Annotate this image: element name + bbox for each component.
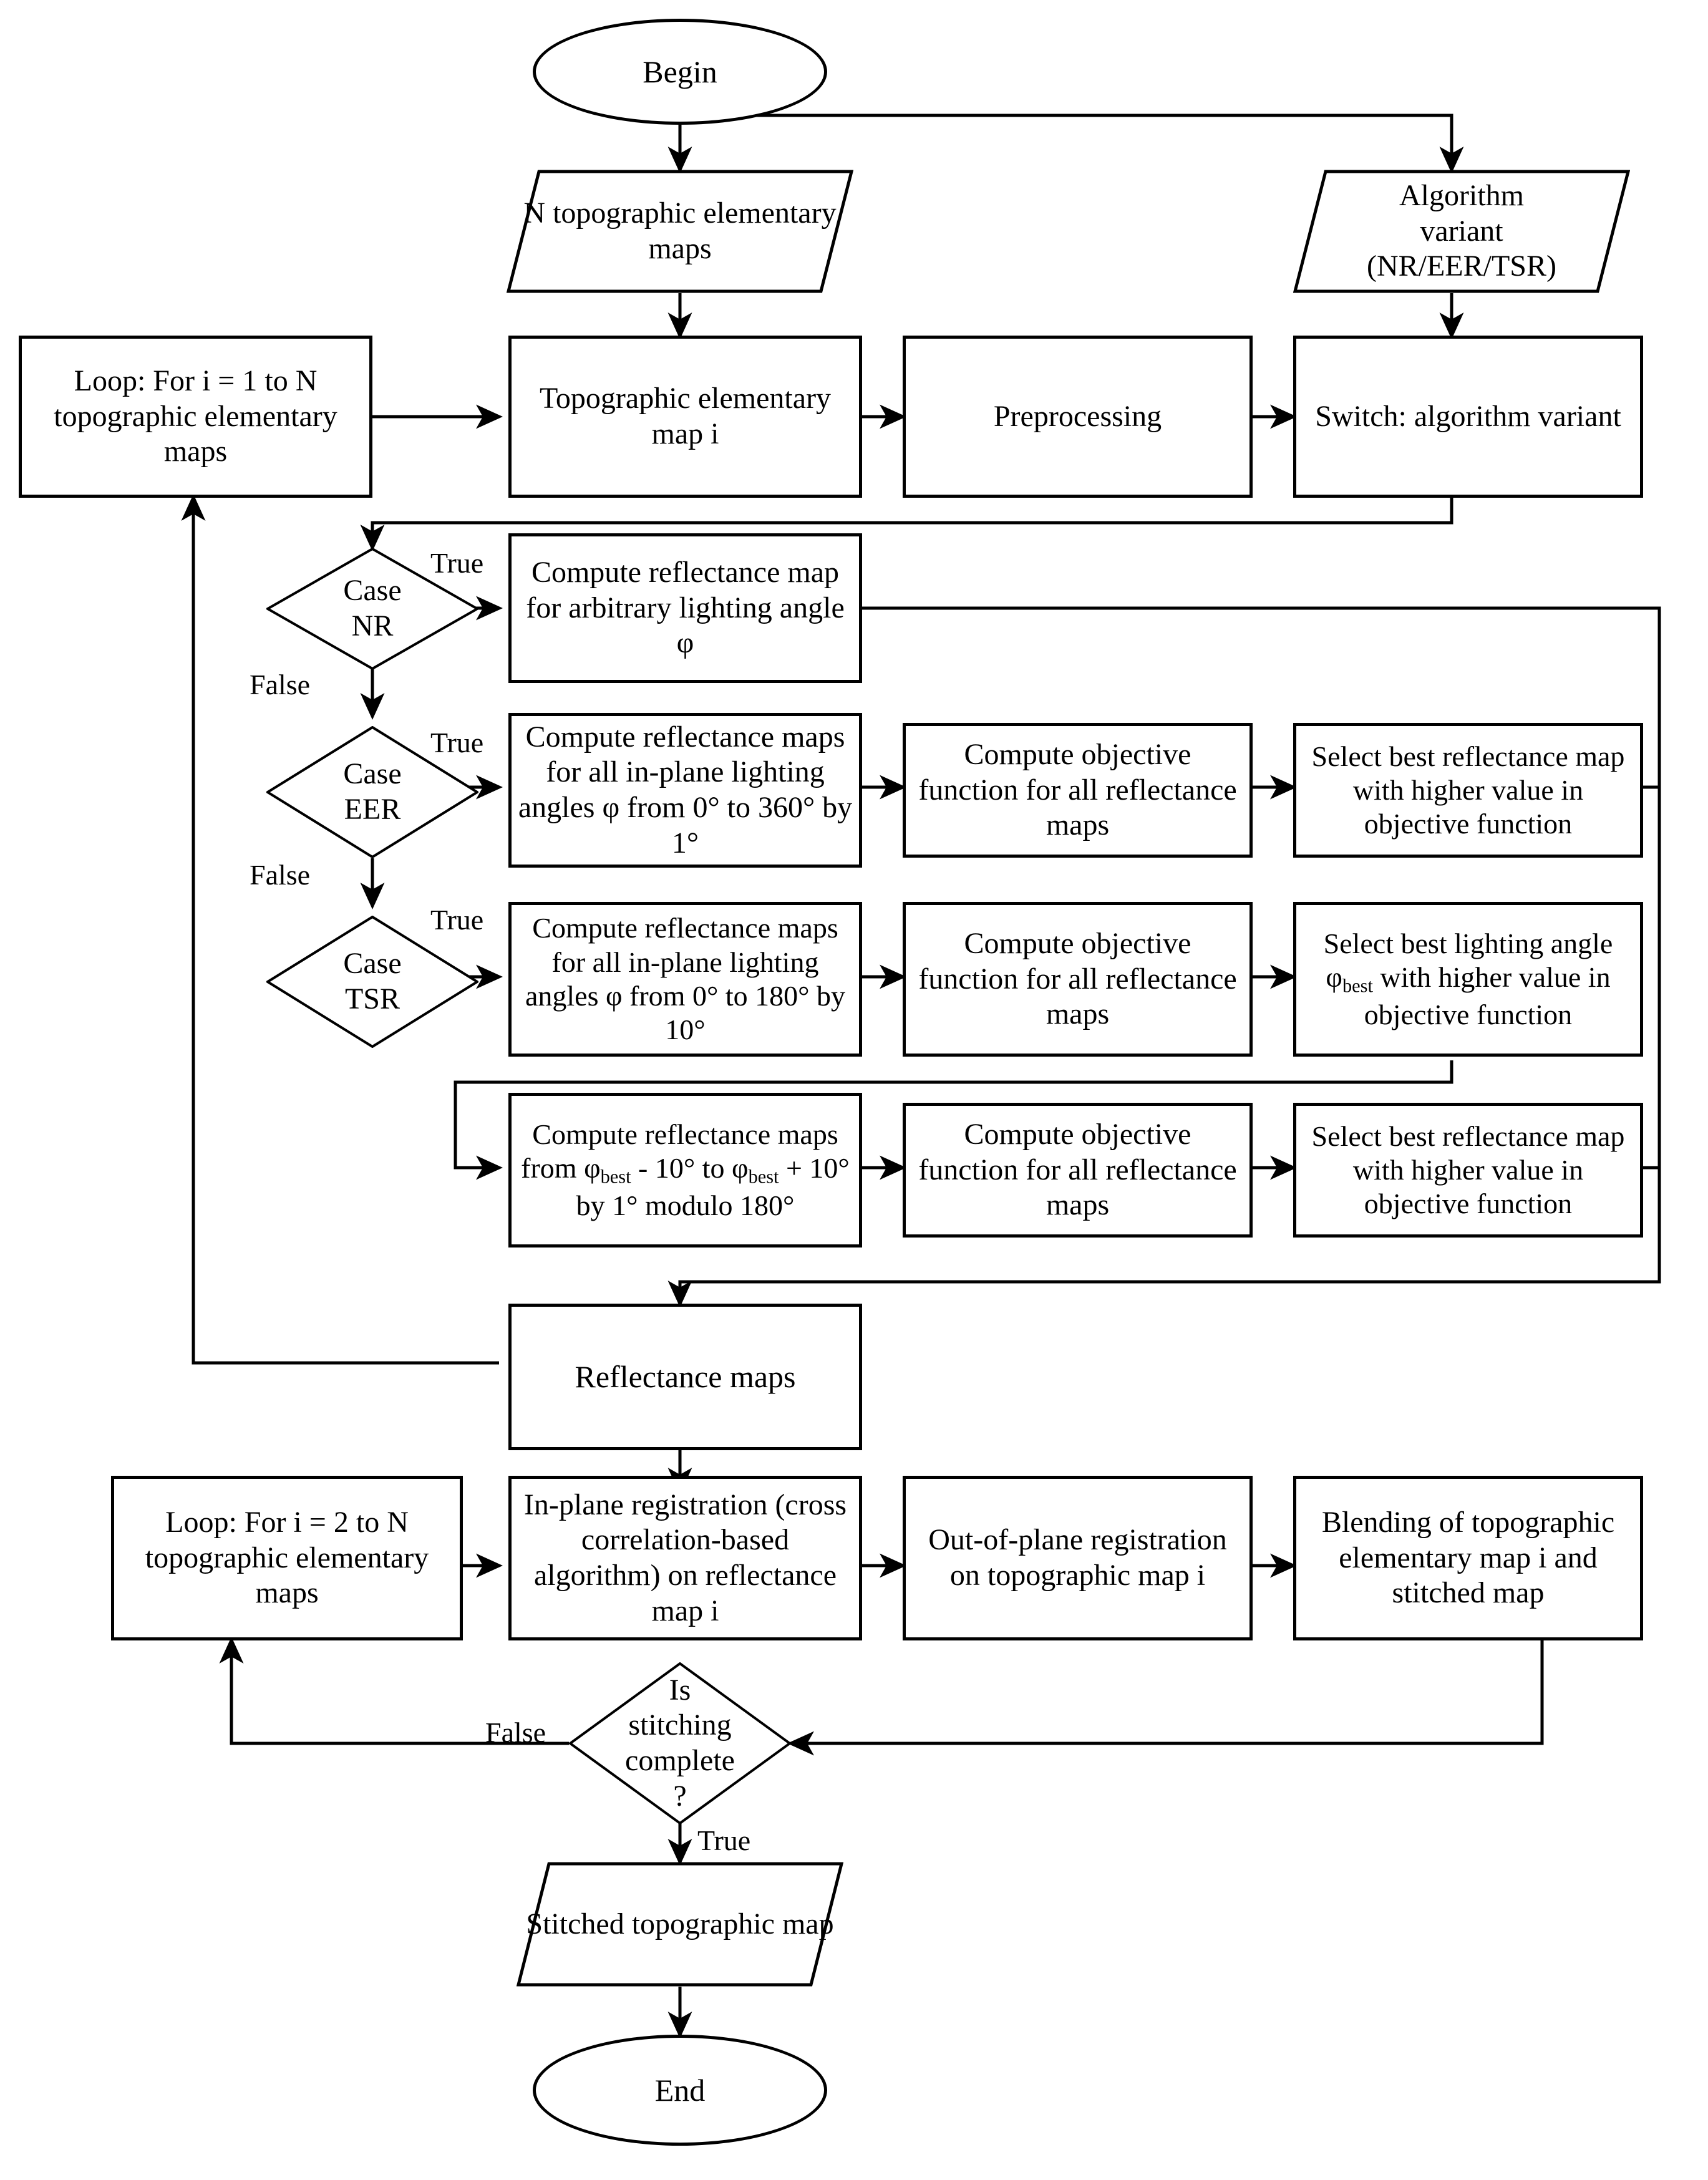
node-tsr-compute[interactable]: Compute reflectance maps for all in-plan… (508, 902, 862, 1057)
node-tsr-refine[interactable]: Compute reflectance maps from φbest - 10… (508, 1093, 862, 1247)
node-switch-variant[interactable]: Switch: algorithm variant (1293, 336, 1643, 498)
edge-label-eer-true: True (430, 727, 484, 758)
node-eer-select[interactable]: Select best reflectance map with higher … (1293, 723, 1643, 858)
node-end-label: End (654, 2072, 706, 2108)
node-loop-outer[interactable]: Loop: For i = 1 to N topographic element… (19, 336, 372, 498)
node-eer-compute[interactable]: Compute reflectance maps for all in-plan… (508, 713, 862, 868)
node-preprocessing-label: Preprocessing (993, 399, 1162, 433)
node-case-tsr-line1: Case (343, 947, 402, 981)
edge-label-eer-false: False (250, 859, 311, 891)
node-inplane-registration-label: In-plane registration (cross correlation… (523, 1488, 847, 1627)
edge-bus-to-reflectancemaps (667, 606, 1661, 1307)
node-input-variant-line2: variant (1420, 214, 1503, 248)
node-case-tsr[interactable]: Case TSR (266, 916, 478, 1048)
node-begin-label: Begin (643, 54, 717, 89)
node-output-map[interactable]: Stitched topographic map (517, 1862, 843, 1987)
node-input-variant-lines: Algorithm variant (NR/EER/TSR) (1293, 178, 1630, 284)
node-blending[interactable]: Blending of topographic elementary map i… (1293, 1476, 1643, 1640)
node-outofplane-registration[interactable]: Out-of-plane registration on topographic… (903, 1476, 1253, 1640)
node-case-tsr-line2: TSR (344, 982, 400, 1015)
node-tsr-select-angle-label: Select best lighting angle φbest with hi… (1323, 928, 1613, 1030)
edge-blending-to-decision (787, 1640, 1544, 1756)
node-end[interactable]: End (533, 2035, 827, 2146)
parallelogram-shape (1293, 170, 1630, 293)
node-loop-stitch-label: Loop: For i = 2 to N topographic element… (145, 1506, 429, 1610)
node-case-nr[interactable]: Case NR (266, 548, 478, 670)
node-begin[interactable]: Begin (533, 19, 827, 125)
edge-decision-false-to-loopstitch (219, 1637, 569, 1745)
node-case-eer-line2: EER (344, 793, 401, 826)
node-reflectance-maps[interactable]: Reflectance maps (508, 1304, 862, 1450)
edge-begin-to-variant (680, 114, 1464, 173)
node-outofplane-registration-label: Out-of-plane registration on topographic… (928, 1523, 1227, 1592)
node-eer-select-label: Select best reflectance map with higher … (1311, 740, 1625, 840)
edge-label-stitch-false: False (485, 1717, 546, 1748)
edge-reflectancemaps-to-loop (181, 494, 499, 1365)
node-topo-map-i-label: Topographic elementary map i (539, 382, 832, 450)
node-case-eer[interactable]: Case EER (266, 726, 478, 858)
node-input-variant[interactable]: Algorithm variant (NR/EER/TSR) (1293, 170, 1630, 293)
node-blending-label: Blending of topographic elementary map i… (1321, 1506, 1615, 1610)
node-reflectance-maps-label: Reflectance maps (575, 1359, 796, 1394)
node-inplane-registration[interactable]: In-plane registration (cross correlation… (508, 1476, 862, 1640)
node-preprocessing[interactable]: Preprocessing (903, 336, 1253, 498)
diamond-shape (266, 548, 478, 670)
edge-label-stitch-true: True (697, 1824, 751, 1856)
edge-label-nr-false: False (250, 669, 311, 700)
edge-label-nr-true: True (430, 547, 484, 579)
node-tsr-refine-label: Compute reflectance maps from φbest - 10… (521, 1118, 850, 1221)
parallelogram-shape (517, 1862, 843, 1987)
node-tsr-refine-objective[interactable]: Compute objective function for all refle… (903, 1103, 1253, 1238)
node-loop-outer-label: Loop: For i = 1 to N topographic element… (54, 364, 337, 468)
edge-selectangle-to-refine (454, 1060, 1453, 1180)
node-input-variant-line1: Algorithm (1399, 179, 1524, 213)
node-input-variant-line3: (NR/EER/TSR) (1366, 249, 1556, 283)
node-switch-variant-label: Switch: algorithm variant (1315, 399, 1621, 433)
node-eer-compute-label: Compute reflectance maps for all in-plan… (518, 720, 853, 860)
node-case-nr-line1: Case (343, 574, 402, 608)
node-output-map-label: Stitched topographic map (526, 1907, 834, 1940)
node-case-tsr-lines: Case TSR (266, 946, 478, 1017)
node-case-nr-lines: Case NR (266, 573, 478, 644)
node-loop-stitch[interactable]: Loop: For i = 2 to N topographic element… (111, 1476, 463, 1640)
node-tsr-refine-select-label: Select best reflectance map with higher … (1311, 1120, 1625, 1220)
node-input-maps-label: N topographic elementary maps (523, 196, 837, 265)
diamond-shape (266, 726, 478, 858)
node-input-maps[interactable]: N topographic elementary maps (507, 170, 853, 293)
edge-switch-to-casenr (360, 498, 1453, 551)
parallelogram-shape (507, 170, 853, 293)
node-tsr-objective-label: Compute objective function for all refle… (918, 927, 1237, 1031)
edge-label-tsr-true: True (430, 904, 484, 936)
diamond-shape (266, 916, 478, 1048)
diamond-shape (569, 1662, 791, 1824)
node-case-nr-line2: NR (351, 609, 394, 642)
node-tsr-compute-label: Compute reflectance maps for all in-plan… (525, 912, 846, 1046)
node-topo-map-i[interactable]: Topographic elementary map i (508, 336, 862, 498)
node-case-eer-lines: Case EER (266, 757, 478, 827)
node-eer-objective-label: Compute objective function for all refle… (918, 738, 1237, 842)
node-tsr-refine-select[interactable]: Select best reflectance map with higher … (1293, 1103, 1643, 1238)
node-tsr-refine-objective-label: Compute objective function for all refle… (918, 1118, 1237, 1222)
node-tsr-objective[interactable]: Compute objective function for all refle… (903, 902, 1253, 1057)
node-tsr-select-angle[interactable]: Select best lighting angle φbest with hi… (1293, 902, 1643, 1057)
node-nr-compute-label: Compute reflectance map for arbitrary li… (526, 556, 845, 660)
node-eer-objective[interactable]: Compute objective function for all refle… (903, 723, 1253, 858)
node-nr-compute[interactable]: Compute reflectance map for arbitrary li… (508, 533, 862, 683)
node-case-eer-line1: Case (343, 757, 402, 791)
